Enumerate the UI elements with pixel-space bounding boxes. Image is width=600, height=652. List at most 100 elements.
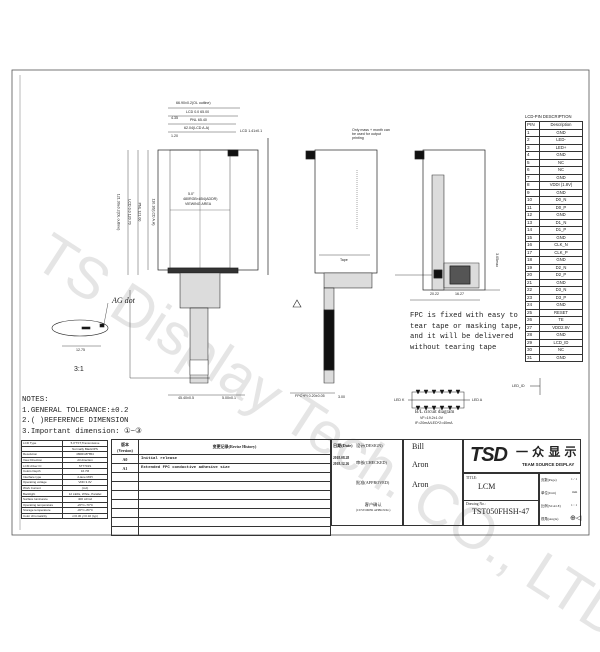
pin-number: 22 [525,286,540,295]
pin-number: 17 [525,248,540,257]
pin-number: 10 [525,196,540,205]
pin-number: 13 [525,218,540,227]
date-a0: 2018.08.28 [333,456,350,460]
pin-number: 15 [525,233,540,242]
checked-by: Aron [412,460,429,469]
unit-value: mm [572,490,578,494]
dim-fpc-width-b: 16.27 [455,292,464,296]
customer-label-en: (CUSTOMER APPROVAL) [356,508,391,512]
ag-dot-detail [51,302,109,347]
pin-description: GND [539,211,583,220]
spec-value: (mA) [62,484,108,492]
dim-lcd-width: LCD 0.0 65.00 [186,110,210,114]
company-logo-block: TSD 一 众 显 示 TEAM SOURCE DISPLAY [463,439,581,473]
notes: NOTES: 1.GENERAL TOLERANCE:±0.2 2.( )REF… [22,395,142,437]
note-item: 1.GENERAL TOLERANCE:±0.2 [22,406,129,415]
spec-value: VDD 3.3V [62,479,108,486]
note-item: 3.Important dimension: ①~③ [22,427,142,436]
designed-by: Bill [412,442,425,451]
dim-fpc-width-a: 20.22 [430,292,439,296]
spec-value: -20°C~70°C [62,501,108,509]
dim-fpc-offset: 5.00±0.1 [222,396,236,400]
lcd-resolution-label: 480RGB×854(ADDR) [183,197,218,201]
pin-description: D1_P [539,226,583,235]
ag-dot-dim: 12.75 [76,348,85,352]
dim-panel-height: PNL 121.00 [137,202,142,222]
title-info: TITLE: LCM Drawing No.: TST050FHSH-47 [463,473,540,526]
title-value: LCM [478,482,496,491]
pin-number: 23 [525,293,540,302]
scale-label: 比例(SCALE) [541,504,561,508]
back-print-note: Only mass + month can be used for output… [352,128,390,140]
pin-number: 9 [525,188,540,197]
pin-number: 7 [525,173,540,182]
pin-number: 6 [525,166,540,175]
pin-description: D3_N [539,286,583,295]
revision-description: Extended FPC conductive adhesive size [138,463,331,473]
pin-description: RESET [539,308,583,317]
pin-number: 2 [525,136,540,145]
ag-dot-label: AG dot [112,296,135,305]
note-item: 2.( )REFERENCE DIMENSION [22,417,129,425]
spec-value: 12 LEDs, White, Parallel [62,490,108,497]
technical-drawing [11,69,590,536]
pin-description: GND [539,278,583,287]
dim-outline-height: 121.30±0.2(OL outline) [116,193,121,231]
revision-row [111,472,331,482]
led-id-label: LED_ID [512,384,525,388]
checked-label: 审核(CHECKED) [356,460,387,465]
dim-fpc-length: 45.40±0.5 [178,396,194,400]
scale-value: 1 : 1 [571,503,578,507]
angle-label: 视角(Angle) [541,517,559,521]
pin-description: D0_N [539,196,583,205]
pin-description: LED- [539,136,583,145]
pin-description: NC [539,166,583,175]
pin-description: GND [539,188,583,197]
signatures: Bill Aron Aron [403,439,463,526]
design-label: 设计(DESIGN) [356,443,383,448]
projection-angle-icon: ⊕◁ [570,514,582,522]
pin-number: 18 [525,256,540,265]
rev-header-version: 版本 (Version) [111,439,139,455]
pin-description: GND [539,173,583,182]
pin-description: GND [539,151,583,160]
date-header: 日期(Date) [333,443,353,448]
company-logo: TSD [470,444,508,466]
pin-description: GND [539,331,583,340]
pin-number: 5 [525,158,540,167]
pin-description: GND [539,301,583,310]
fpc-note-line: tear tape or masking tape, [410,322,523,331]
fpc-note-line: without tearing tape [410,343,497,352]
pin-number: 25 [525,308,540,317]
revision-row [111,517,331,527]
pin-number: 8 [525,181,540,190]
circuit-if: IF=20mA/LED*2=40mA [415,421,453,425]
page-value: 1 / 1 [571,477,578,481]
rear-fpc-view [395,149,500,301]
spec-value: x=0.30 y=0.32 (typ) [62,512,108,520]
pin-header: PIN [525,121,540,130]
led-k-label: LED K [394,398,405,402]
revision-version: A1 [111,463,139,473]
sheet-info: 页数(Page) 1 / 1 单位(Unit) mm 比例(SCALE) 1 :… [539,473,581,526]
